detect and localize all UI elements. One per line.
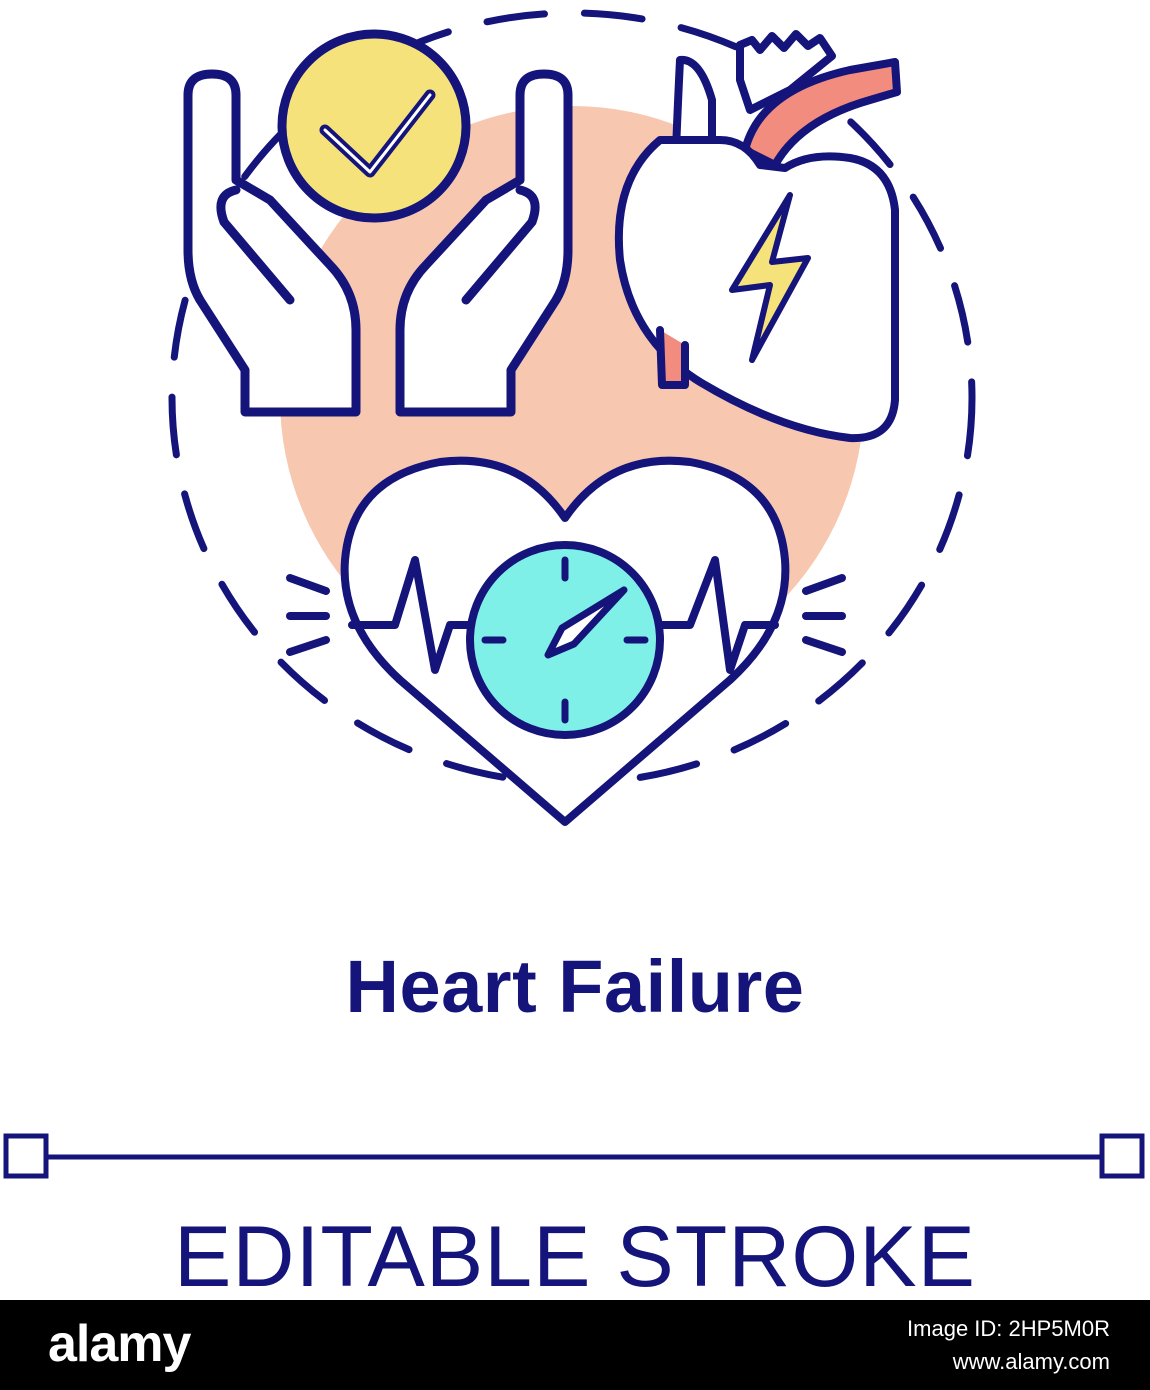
footer-meta: Image ID: 2HP5M0R www.alamy.com bbox=[907, 1312, 1110, 1378]
site-url-text: www.alamy.com bbox=[952, 1349, 1110, 1374]
alamy-logo: alamy bbox=[48, 1315, 191, 1373]
heartbeat-line-icon bbox=[348, 556, 779, 674]
stroke-handle-left[interactable] bbox=[3, 1133, 49, 1179]
hands-icon bbox=[183, 69, 573, 417]
watermark-footer: alamy Image ID: 2HP5M0R www.alamy.com bbox=[0, 1300, 1150, 1390]
image-id-text: Image ID: 2HP5M0R bbox=[907, 1316, 1110, 1341]
lightning-bolt-icon bbox=[729, 192, 811, 363]
page-title: Heart Failure bbox=[345, 945, 805, 1028]
editable-stroke-line bbox=[3, 1133, 1145, 1179]
heart-icon bbox=[286, 456, 846, 826]
heart-failure-illustration bbox=[168, 9, 976, 826]
anatomical-heart-icon bbox=[614, 30, 901, 443]
stroke-handle-right[interactable] bbox=[1099, 1133, 1145, 1179]
editable-stroke-label: EDITABLE STROKE bbox=[174, 1209, 976, 1305]
checkmark-icon bbox=[277, 29, 471, 223]
gauge-icon bbox=[466, 541, 664, 739]
